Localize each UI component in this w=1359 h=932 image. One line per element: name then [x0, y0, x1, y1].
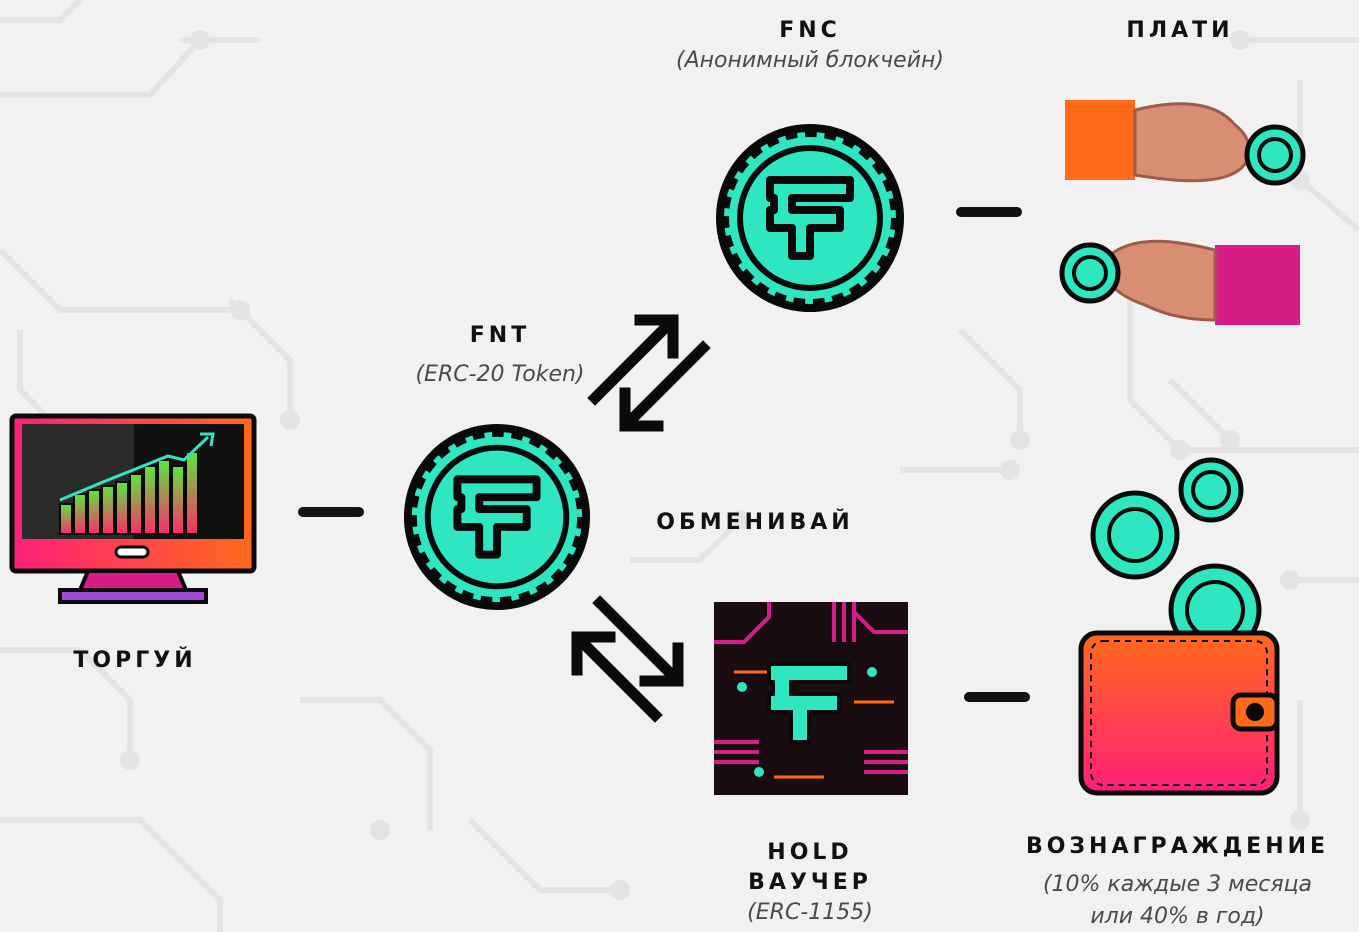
fnt-coin-icon — [403, 423, 591, 611]
exchange-title: ОБМЕНИВАЙ — [656, 510, 854, 535]
dash-hold-reward — [964, 692, 1030, 702]
hold-title-line1: HOLD — [767, 840, 853, 865]
reward-subtitle-line2: или 40% в год) — [1090, 904, 1265, 929]
reward-wallet-icon — [1078, 457, 1280, 796]
hold-subtitle: (ERC-1155) — [747, 900, 873, 925]
paying-hands-icon — [1059, 100, 1306, 325]
fnt-subtitle: (ERC-20 Token) — [415, 362, 585, 387]
hold-title-line2: ВАУЧЕР — [748, 870, 872, 895]
dash-trade-fnt — [298, 507, 364, 517]
reward-title: ВОЗНАГРАЖДЕНИЕ — [1025, 834, 1330, 859]
trading-monitor-icon — [9, 413, 257, 604]
trade-title: ТОРГУЙ — [73, 648, 197, 673]
hold-voucher-icon — [714, 602, 908, 795]
pay-title: ПЛАТИ — [1126, 18, 1234, 43]
dash-fnc-pay — [956, 207, 1022, 217]
fnc-title: FNC — [779, 18, 841, 43]
reward-subtitle-line1: (10% каждые 3 месяца — [1042, 872, 1313, 897]
fnc-subtitle: (Анонимный блокчейн) — [676, 48, 944, 73]
exchange-arrows-hold-icon — [571, 595, 684, 723]
exchange-arrows-fnc-icon — [587, 314, 711, 432]
fnt-title: FNT — [469, 323, 531, 348]
fnc-coin-icon — [716, 124, 904, 312]
